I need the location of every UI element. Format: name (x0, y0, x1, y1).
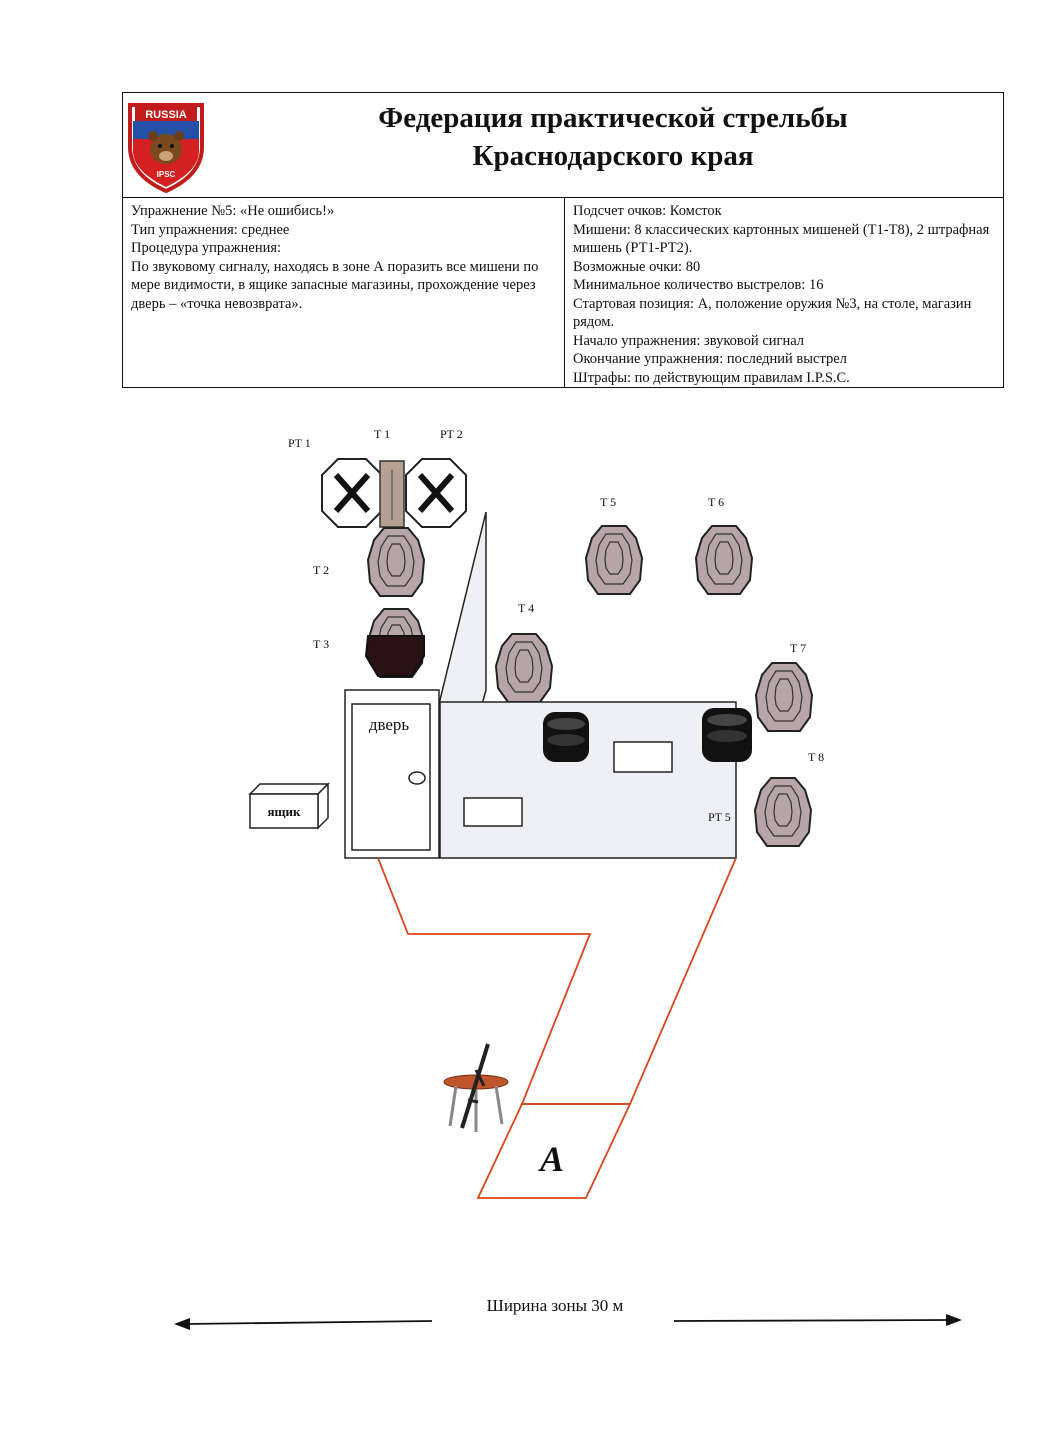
targets: Мишени: 8 классических картонных мишеней… (573, 221, 990, 257)
tire-stack-2 (702, 708, 752, 762)
page-title: Федерация практической стрельбы Краснода… (223, 99, 1003, 175)
label-pt1: PT 1 (288, 436, 311, 450)
tire-stack-1 (543, 712, 589, 762)
procedure-heading: Процедура упражнения: (131, 240, 282, 256)
penalties: Штрафы: по действующим правилам I.P.S.C. (573, 369, 850, 386)
width-arrows (174, 1314, 962, 1330)
shooting-zone-boundary (377, 857, 737, 1105)
door: дверь (344, 689, 440, 859)
target-t4 (495, 633, 553, 703)
label-t3: T 3 (313, 637, 329, 651)
start-signal: Начало упражнения: звуковой сигнал (573, 332, 805, 349)
stool-with-rifle-icon (443, 1043, 509, 1132)
ammo-box: ящик (248, 782, 330, 830)
title-line-1: Федерация практической стрельбы (378, 102, 848, 134)
target-t5 (585, 525, 643, 595)
target-t7 (755, 662, 813, 732)
door-handle-icon (408, 771, 426, 785)
title-line-2: Краснодарского края (472, 140, 754, 172)
label-t7: T 7 (790, 641, 806, 655)
penalty-target-pt2 (406, 459, 466, 527)
procedure-text: По звуковому сигналу, находясь в зоне А … (131, 258, 539, 312)
scoring: Подсчет очков: Комсток (573, 203, 722, 219)
label-door: дверь (369, 715, 410, 734)
left-arrow-line (185, 1320, 433, 1325)
exercise-description: Упражнение №5: «Не ошибись!» Тип упражне… (123, 198, 565, 387)
target-t6 (695, 525, 753, 595)
stage-header: RUSSIA IPSC Федерация практической стрел… (122, 92, 1004, 388)
target-t8 (754, 777, 812, 847)
label-t5: T 5 (600, 495, 616, 509)
label-box: ящик (268, 804, 301, 819)
label-t4: T 4 (518, 601, 534, 615)
min-shots: Минимальное количество выстрелов: 16 (573, 277, 824, 293)
label-zone-a: A (538, 1139, 564, 1179)
exercise-type: Тип упражнения: среднее (131, 221, 290, 238)
stage-diagram: PT 1 T 1 PT 2 T 2 T 3 T 4 T 5 T 6 T 7 T … (248, 427, 824, 1199)
label-t6: T 6 (708, 495, 724, 509)
exercise-parameters: Подсчет очков: Комсток Мишени: 8 классич… (565, 198, 1003, 387)
label-pt5: PT 5 (708, 810, 731, 824)
svg-text:RUSSIA: RUSSIA (145, 109, 187, 121)
table-item-2 (463, 797, 523, 827)
arrow-right-icon (946, 1314, 962, 1326)
label-t2: T 2 (313, 563, 329, 577)
zone-width-label: Ширина зоны 30 м (486, 1296, 624, 1315)
arrow-left-icon (174, 1318, 190, 1330)
exercise-name: Упражнение №5: «Не ошибись!» (131, 203, 335, 219)
svg-text:IPSC: IPSC (157, 170, 176, 179)
label-pt2: PT 2 (440, 427, 463, 441)
target-t3 (364, 608, 425, 678)
ipsc-russia-logo: RUSSIA IPSC (128, 103, 204, 193)
right-arrow-line (673, 1319, 951, 1322)
target-t1 (379, 460, 405, 528)
title-row: RUSSIA IPSC Федерация практической стрел… (123, 93, 1003, 198)
start-zone-a (476, 1103, 632, 1199)
max-points: Возможные очки: 80 (573, 258, 701, 275)
label-t1: T 1 (374, 427, 390, 441)
target-t2 (367, 527, 425, 597)
label-t8: T 8 (808, 750, 824, 764)
penalty-target-pt1 (322, 459, 382, 527)
stop-signal: Окончание упражнения: последний выстрел (573, 351, 847, 367)
start-position: Стартовая позиция: А, положение оружия №… (573, 295, 972, 331)
table-item-1 (613, 741, 673, 773)
